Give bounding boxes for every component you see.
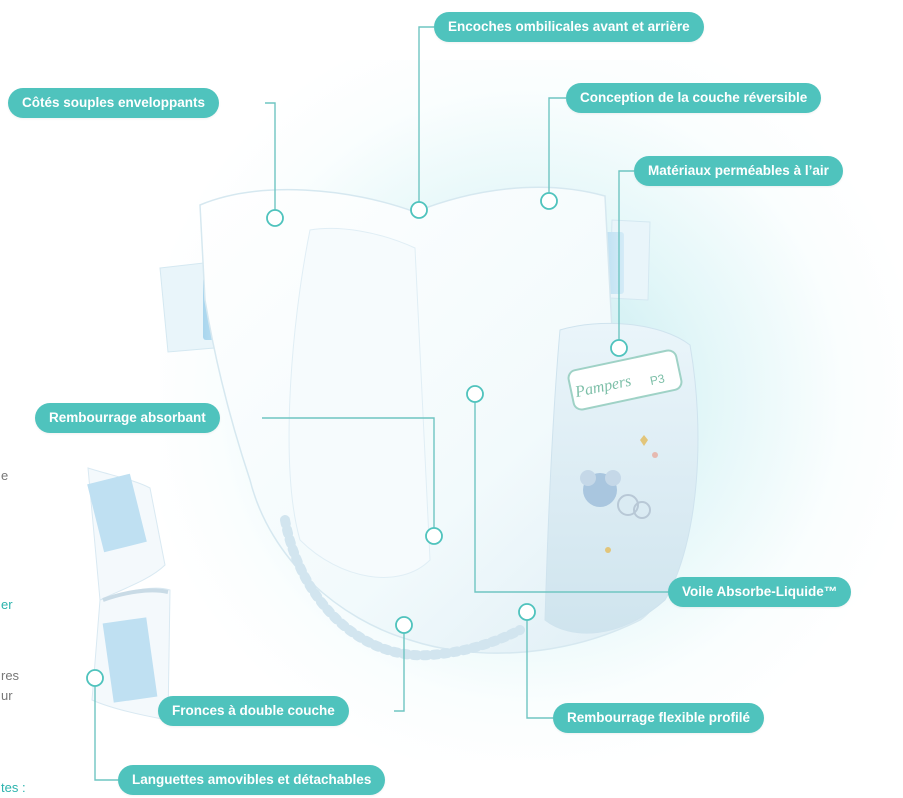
hotspot-materiaux [611, 340, 627, 356]
label-encoches-ombilicales[interactable]: Encoches ombilicales avant et arrière [434, 12, 704, 42]
edge-text-fragment: er [1, 597, 13, 612]
label-rembourrage-flexible[interactable]: Rembourrage flexible profilé [553, 703, 764, 733]
hotspot-voile [467, 386, 483, 402]
label-rembourrage-absorbant[interactable]: Rembourrage absorbant [35, 403, 220, 433]
hotspot-fronces [396, 617, 412, 633]
edge-text-fragment: ur [1, 688, 13, 703]
label-voile-absorbe-liquide[interactable]: Voile Absorbe-Liquide™ [668, 577, 851, 607]
edge-text-fragment: tes : [1, 780, 26, 795]
hotspot-cotes [267, 210, 283, 226]
label-materiaux-permeables[interactable]: Matériaux perméables à l’air [634, 156, 843, 186]
label-languettes-amovibles[interactable]: Languettes amovibles et détachables [118, 765, 385, 795]
label-cotes-souples[interactable]: Côtés souples enveloppants [8, 88, 219, 118]
label-fronces-double-couche[interactable]: Fronces à double couche [158, 696, 349, 726]
hotspot-languettes [87, 670, 103, 686]
hotspot-conception [541, 193, 557, 209]
label-conception-reversible[interactable]: Conception de la couche réversible [566, 83, 821, 113]
hotspot-rembourrage-flexible [519, 604, 535, 620]
hotspot-rembourrage-absorbant [426, 528, 442, 544]
edge-text-fragment: e [1, 468, 8, 483]
hotspot-encoches [411, 202, 427, 218]
edge-text-fragment: res [1, 668, 19, 683]
